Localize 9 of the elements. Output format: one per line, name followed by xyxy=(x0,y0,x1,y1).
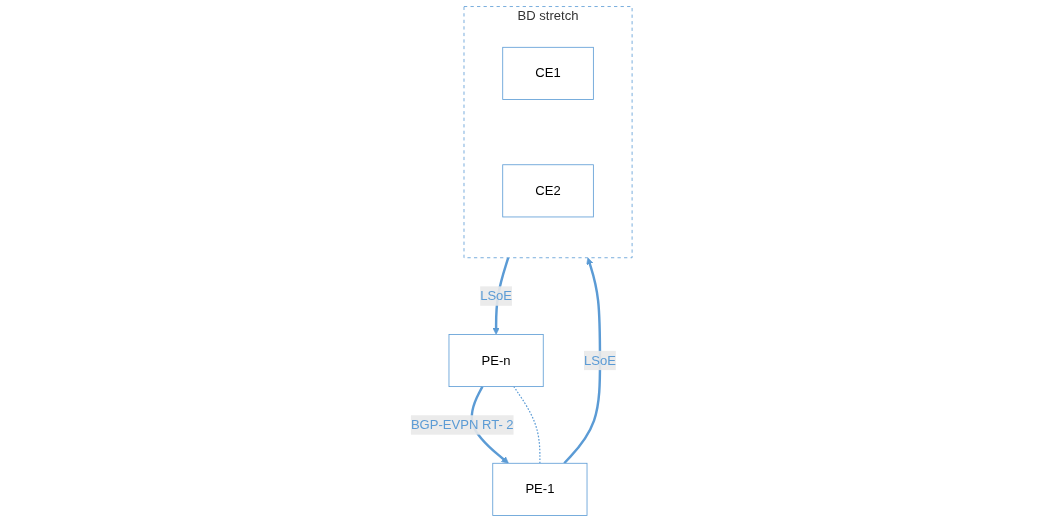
node-box: PE-1 xyxy=(492,462,588,516)
edge-label: BGP-EVPN RT- 2 xyxy=(410,417,514,432)
edge-label: LSoE xyxy=(480,288,513,303)
node-box: CE2 xyxy=(502,164,594,218)
node-box: PE-n xyxy=(448,334,544,388)
edge-label: LSoE xyxy=(584,353,616,368)
arrow xyxy=(563,257,602,465)
node-box: CE1 xyxy=(502,46,594,100)
connector xyxy=(513,386,541,464)
